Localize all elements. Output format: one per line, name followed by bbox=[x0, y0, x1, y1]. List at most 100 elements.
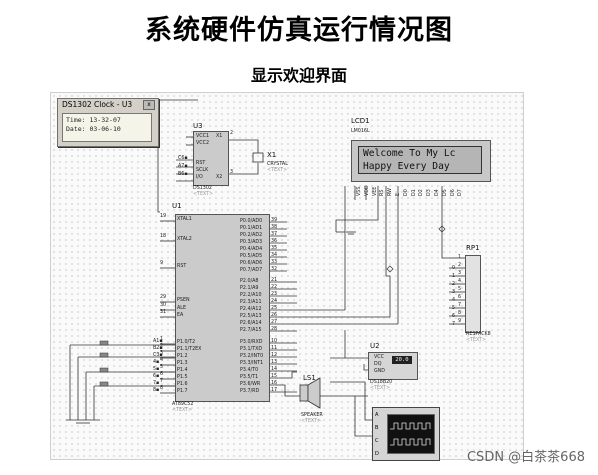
rp1-net-label: 1 bbox=[452, 274, 456, 279]
u1-right-pin-number: 25 bbox=[271, 306, 278, 311]
rp1-pin-number: 7 bbox=[458, 303, 462, 308]
scope-channel-labels: A B C D bbox=[375, 409, 379, 461]
u3-pin-x1: X1 bbox=[216, 134, 223, 139]
rp1-ref: RP1 bbox=[466, 244, 480, 252]
u1-right-pin-number: 17 bbox=[271, 388, 278, 393]
rp1-net-label: 3 bbox=[452, 290, 456, 295]
rp1-net-label: 0 bbox=[452, 266, 456, 271]
u1-right-pin-name: P0.2/AD2 bbox=[240, 233, 263, 238]
u3-net-1: C6▪ bbox=[178, 156, 188, 161]
u1-right-pin-name: P0.5/AD5 bbox=[240, 254, 263, 259]
u3-ref: U3 bbox=[193, 122, 203, 130]
u2-name: DS18B20 bbox=[370, 380, 393, 385]
lcd-line-2: Happy Every Day bbox=[363, 161, 450, 172]
u1-left-pin-name: P1.0/T2 bbox=[177, 340, 196, 345]
ds1302-clock-window[interactable]: DS1302 Clock - U3 x Time: 13-32-07 Date:… bbox=[57, 98, 159, 147]
u1-right-pin-number: 11 bbox=[271, 346, 278, 351]
u1-right-pin-number: 12 bbox=[271, 353, 278, 358]
ds1302-display: Time: 13-32-07 Date: 03-06-10 bbox=[62, 113, 152, 142]
rp1-pin-number: 6 bbox=[458, 295, 462, 300]
u1-left-net-label: 8▪ bbox=[153, 388, 160, 393]
u1-right-pin-number: 37 bbox=[271, 232, 278, 237]
u3-pin-num-3: 3 bbox=[230, 170, 234, 175]
u2-temperature-display[interactable]: 20.0 bbox=[392, 356, 412, 364]
u1-left-net-label: 6▪ bbox=[153, 374, 160, 379]
u1-right-pin-name: P2.1/A9 bbox=[240, 286, 259, 291]
u1-at89c52-chip[interactable] bbox=[175, 214, 270, 402]
u3-name: DS1302 bbox=[193, 186, 212, 191]
lcd-name: LM016L bbox=[351, 129, 370, 134]
u3-text-placeholder: <TEXT> bbox=[193, 192, 214, 197]
lcd-pin-label: D1 bbox=[411, 189, 417, 196]
u1-left-pin-name: P1.1/T2EX bbox=[177, 347, 202, 352]
u1-left-pin-number: 8 bbox=[160, 386, 164, 391]
rp1-pin-number: 2 bbox=[458, 263, 462, 268]
u3-pin-x2: X2 bbox=[216, 175, 223, 180]
u1-right-pin-name: P2.4/A12 bbox=[240, 307, 262, 312]
page-title: 系统硬件仿真运行情况图 bbox=[145, 15, 453, 46]
u1-right-pin-number: 16 bbox=[271, 381, 278, 386]
u1-right-pin-name: P3.5/T1 bbox=[240, 375, 259, 380]
u1-left-pin-name: EA bbox=[177, 313, 184, 318]
u1-right-pin-name: P0.0/AD0 bbox=[240, 219, 263, 224]
u1-text-placeholder: <TEXT> bbox=[172, 408, 193, 413]
u2-pin-dq: DQ bbox=[374, 362, 382, 367]
oscilloscope[interactable]: A B C D bbox=[372, 407, 440, 461]
rp1-net-label: 6 bbox=[452, 314, 456, 319]
lcd-pin-label: VEE bbox=[372, 186, 378, 196]
u1-left-pin-name: P1.5 bbox=[177, 375, 188, 380]
u3-pin-vcc1: VCC1 bbox=[196, 134, 210, 139]
u1-right-pin-name: P3.3/INT1 bbox=[240, 361, 264, 366]
u1-right-pin-name: P0.4/AD4 bbox=[240, 247, 263, 252]
u3-net-3: B6▪ bbox=[178, 172, 188, 177]
u3-ds1302-chip[interactable] bbox=[193, 131, 229, 186]
u1-left-net-label: 4▪ bbox=[153, 360, 160, 365]
rp1-net-label: 4 bbox=[452, 298, 456, 303]
ds1302-window-title: DS1302 Clock - U3 bbox=[62, 100, 133, 109]
rp1-pin-number: 1 bbox=[458, 255, 462, 260]
scope-waveform bbox=[390, 422, 431, 446]
u1-left-net-label: C3▪ bbox=[153, 353, 163, 358]
lcd-pin-label: RW bbox=[388, 188, 394, 196]
scope-screen bbox=[387, 414, 435, 454]
x1-name: CRYSTAL bbox=[267, 162, 288, 167]
rp1-text-placeholder: <TEXT> bbox=[466, 338, 487, 343]
u1-right-pin-name: P2.2/A10 bbox=[240, 293, 262, 298]
rp1-net-label: 2 bbox=[452, 282, 456, 287]
watermark: CSDN @白茶茶668 bbox=[466, 450, 585, 465]
lcd-pin-label: E bbox=[396, 192, 401, 196]
u1-right-pin-name: P3.7/RD bbox=[240, 389, 260, 394]
u1-right-pin-name: P0.6/AD6 bbox=[240, 261, 263, 266]
u1-left-net-label: 7▪ bbox=[153, 381, 160, 386]
u1-left-net-label: B2▪ bbox=[153, 346, 163, 351]
u1-ref: U1 bbox=[172, 202, 182, 210]
u1-left-pin-name: XTAL2 bbox=[177, 237, 192, 242]
u1-right-pin-number: 22 bbox=[271, 285, 278, 290]
u3-pin-rst: RST bbox=[196, 161, 206, 166]
ds1302-date: Date: 03-06-10 bbox=[66, 125, 121, 133]
u1-right-pin-number: 38 bbox=[271, 225, 278, 230]
close-icon[interactable]: x bbox=[143, 100, 155, 110]
u1-left-pin-number: 7 bbox=[160, 379, 164, 384]
u1-right-pin-number: 10 bbox=[271, 339, 278, 344]
u1-left-pin-number: 1 bbox=[160, 337, 164, 342]
u1-right-pin-name: P2.0/A8 bbox=[240, 279, 259, 284]
u1-left-pin-number: 30 bbox=[160, 303, 167, 308]
u1-right-pin-number: 24 bbox=[271, 299, 278, 304]
u1-left-pin-number: 19 bbox=[160, 214, 167, 219]
ls1-name: SPEAKER bbox=[301, 413, 323, 418]
u1-left-pin-name: RST bbox=[177, 264, 187, 269]
u1-right-pin-name: P2.7/A15 bbox=[240, 328, 262, 333]
u1-right-pin-name: P0.3/AD3 bbox=[240, 240, 263, 245]
u1-right-pin-number: 39 bbox=[271, 218, 278, 223]
u1-right-pin-name: P3.1/TXD bbox=[240, 347, 263, 352]
u1-left-pin-name: P1.2 bbox=[177, 354, 188, 359]
ds1302-window-titlebar[interactable]: DS1302 Clock - U3 x bbox=[58, 99, 158, 110]
rp1-respack[interactable] bbox=[465, 255, 481, 333]
u3-pin-sclk: SCLK bbox=[196, 168, 209, 173]
rp1-net-label: 5 bbox=[452, 306, 456, 311]
ls1-text-placeholder: <TEXT> bbox=[301, 419, 322, 424]
